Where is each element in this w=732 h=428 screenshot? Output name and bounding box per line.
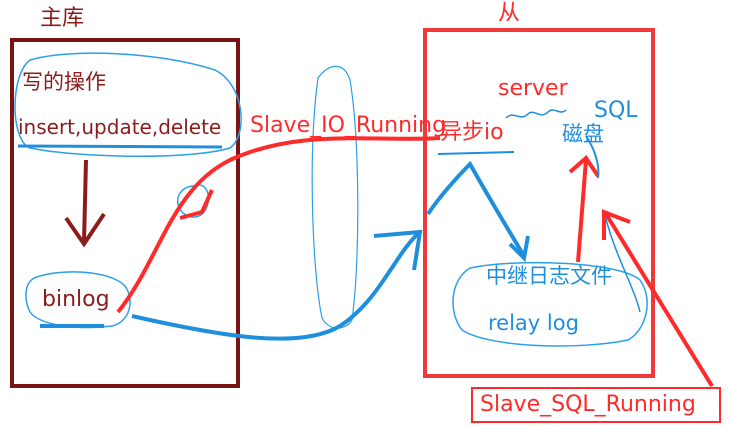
binlog-to-slave-curve [131,230,422,341]
write-ops-title: 写的操作 [22,70,106,94]
sql-label: SQL [594,98,638,123]
async-io-underline [437,151,515,155]
io-to-relay-arrowhead [508,235,530,263]
sql-thread-arrow [604,212,714,388]
write-ops-text: insert,update,delete [18,115,222,139]
sql-thread-arrowhead [602,209,631,240]
sql-thread-box [471,387,721,423]
slave-box [423,28,655,378]
relay-log-cn-label: 中继日志文件 [486,264,612,288]
relay-to-disk-line [576,159,588,263]
io-thread-label: Slave_IO_Running [250,113,447,138]
server-label: server [498,76,568,101]
io-to-relay-curve [426,160,526,258]
sql-thread-line [603,209,641,313]
sql-thread-label: Slave_SQL_Running [480,392,696,417]
relay-to-disk-arrowhead [568,154,600,178]
sql-curve [585,135,600,179]
binlog-outline [25,271,131,329]
io-thread-curve [116,136,441,314]
binlog-label: binlog [42,287,110,312]
io-thread-arrowhead [179,189,214,220]
relay-log-label: relay log [488,311,579,335]
server-squiggle [505,109,567,119]
relay-log-outline [452,261,648,347]
slave-title: 从 [498,1,521,26]
write-to-binlog-arrowhead [64,212,106,248]
master-box [10,38,240,388]
write-ops-outline [14,52,242,158]
write-to-binlog-arrow [82,159,88,243]
master-title: 主库 [40,6,85,31]
middle-loop [311,65,359,329]
async-io-label: 异步io [440,120,504,145]
disk-label: 磁盘 [562,122,604,146]
binlog-to-slave-arrowhead [373,229,423,271]
write-ops-underline [17,144,223,149]
